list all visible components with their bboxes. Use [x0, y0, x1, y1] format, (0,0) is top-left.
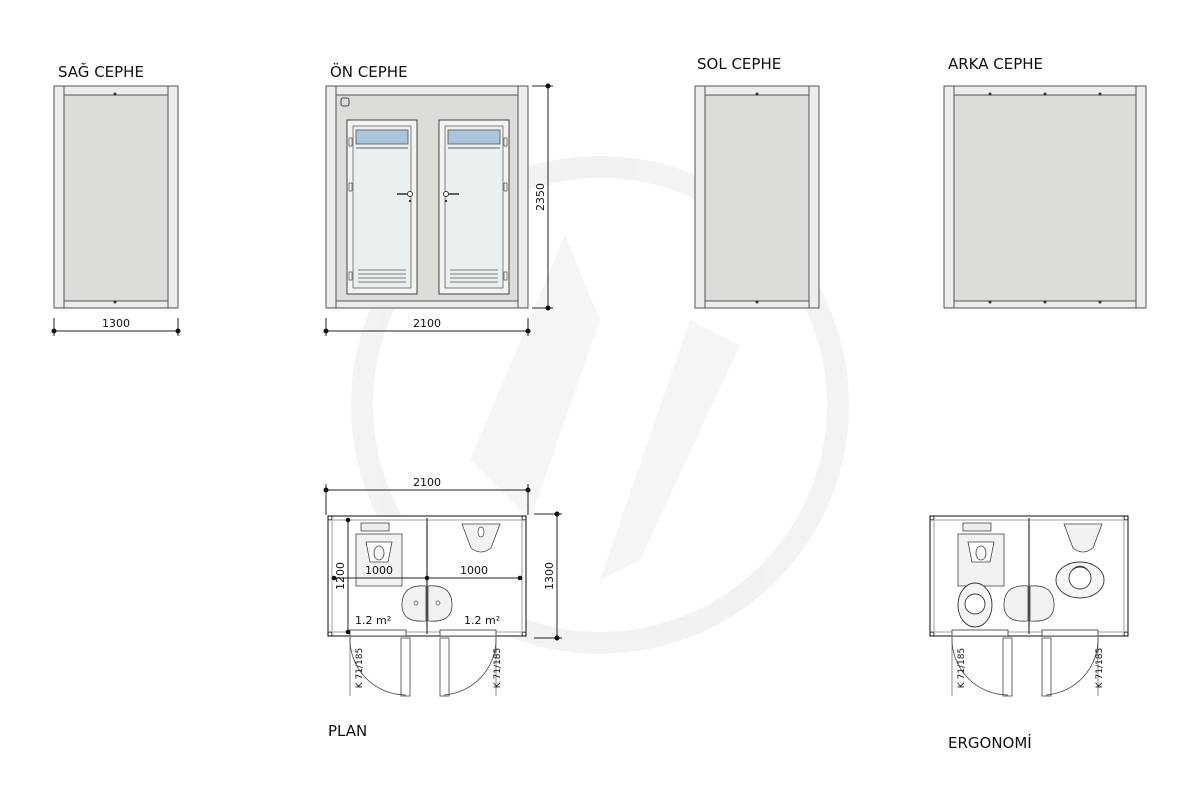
right-width-label: 1300 [102, 317, 130, 330]
plan-depth-dimension: 1300 [534, 511, 562, 641]
left-door [346, 119, 418, 295]
plan-width-dimension: 2100 [323, 476, 531, 515]
left-room-width-label: 1000 [365, 564, 393, 577]
squat-toilet-icon [957, 522, 1005, 587]
ergonomi-title: ERGONOMİ [948, 733, 1032, 752]
door-swing-right [439, 636, 497, 697]
door-window [447, 129, 501, 145]
front-width-dimension: 2100 [323, 317, 531, 336]
light-switch-icon [340, 97, 350, 107]
door-swing-right [1041, 636, 1099, 697]
plan-depth-label: 1300 [543, 562, 556, 590]
door-right-label: K 71/185 [493, 648, 503, 688]
door-handle-icon [397, 191, 413, 203]
ergonomi-door-left-label: K 71/185 [957, 648, 967, 688]
sink-icon [401, 585, 427, 622]
front-elevation: ÖN CEPHE [323, 62, 553, 336]
back-elevation: ARKA CEPHE [943, 55, 1147, 309]
squat-toilet-icon [355, 522, 403, 587]
door-swing-left [349, 636, 411, 697]
ergonomics-plan: K 71/185 K 71/185 ERGONOMİ [929, 515, 1129, 752]
urinal-icon [1063, 523, 1103, 553]
room-depth-label: 1200 [334, 562, 347, 590]
right-width-dimension: 1300 [51, 317, 181, 336]
urinal-icon [461, 523, 501, 553]
back-elevation-title: ARKA CEPHE [948, 55, 1043, 73]
right-elevation: SAĞ CEPHE 1300 [51, 62, 181, 336]
front-height-label: 2350 [534, 183, 547, 211]
ergonomi-door-right-label: K 71/185 [1095, 648, 1105, 688]
left-elevation-title: SOL CEPHE [697, 55, 781, 73]
door-handle-icon [443, 191, 459, 203]
door-left-label: K 71/185 [355, 648, 365, 688]
left-elevation: SOL CEPHE [694, 55, 820, 309]
floor-plan: 2100 1 [323, 476, 562, 740]
sink-icon [1003, 585, 1055, 622]
watermark-logo [351, 156, 849, 654]
front-width-label: 2100 [413, 317, 441, 330]
right-room-width-label: 1000 [460, 564, 488, 577]
front-height-dimension: 2350 [532, 83, 553, 311]
plan-title: PLAN [328, 722, 367, 740]
door-swing-left [951, 636, 1013, 697]
door-window [355, 129, 409, 145]
person-icon [957, 582, 993, 628]
person-icon [1055, 561, 1105, 599]
sink-icon [427, 585, 453, 622]
plan-width-label: 2100 [413, 476, 441, 489]
right-door [438, 119, 510, 295]
front-elevation-title: ÖN CEPHE [330, 62, 408, 81]
left-area-label: 1.2 m² [355, 614, 391, 627]
right-area-label: 1.2 m² [464, 614, 500, 627]
right-elevation-title: SAĞ CEPHE [58, 62, 144, 81]
